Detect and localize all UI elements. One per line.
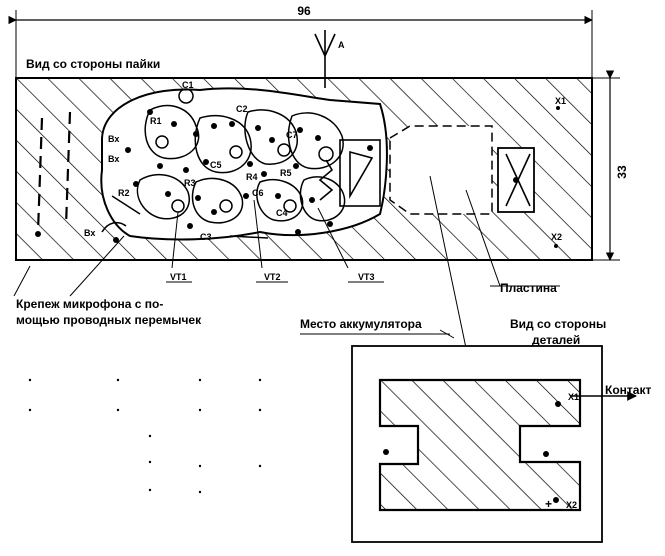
board-x1-label: X1 <box>555 96 566 106</box>
component-label: Вх <box>108 154 119 164</box>
leader-lines <box>13 175 560 349</box>
component-traces <box>101 88 346 239</box>
contact-label: Контакт <box>605 383 651 397</box>
holder-x1-label: X1 <box>568 392 579 402</box>
mic-mount-wires <box>35 111 72 237</box>
mic-mount-label-line2: мощью проводных перемычек <box>16 313 202 327</box>
parts-side-title-line2: деталей <box>532 333 580 347</box>
height-dimension: 33 <box>570 70 629 261</box>
vt3-label: VT3 <box>358 272 375 282</box>
solder-side-title: Вид со стороны пайки <box>26 57 160 71</box>
parts-side-title-line1: Вид со стороны <box>510 317 606 331</box>
component-label: R1 <box>150 116 162 126</box>
component-dots <box>113 109 519 243</box>
vt1-label: VT1 <box>170 272 187 282</box>
board-x2-label: X2 <box>551 232 562 242</box>
component-label: C2 <box>236 104 248 114</box>
component-label: C7 <box>286 130 298 140</box>
battery-place-label: Место аккумулятора <box>300 317 422 331</box>
pcb-board <box>15 77 593 261</box>
battery-holder <box>351 345 603 543</box>
width-dimension: 96 <box>8 4 593 78</box>
component-label: R3 <box>184 178 196 188</box>
scan-dots <box>28 378 262 494</box>
component-label: C5 <box>210 160 222 170</box>
component-label: R2 <box>118 188 130 198</box>
width-value: 96 <box>297 4 311 18</box>
vt2-label: VT2 <box>264 272 281 282</box>
component-label: C4 <box>276 208 288 218</box>
component-label: C1 <box>182 80 194 90</box>
plate-label: Пластина <box>500 281 557 295</box>
component-label: R5 <box>280 168 292 178</box>
component-label: R4 <box>246 172 258 182</box>
antenna-label: A <box>338 40 345 50</box>
battery-contacts-cutout <box>349 150 531 207</box>
holder-x2-label: X2 <box>566 500 577 510</box>
plus-sign: + <box>545 497 552 511</box>
component-label: C6 <box>252 188 264 198</box>
mic-mount-label-line1: Крепеж микрофона с по- <box>16 297 163 311</box>
component-label: Вх <box>108 134 119 144</box>
height-value: 33 <box>615 165 629 179</box>
component-label: C3 <box>200 232 212 242</box>
component-label: Вх <box>84 228 95 238</box>
